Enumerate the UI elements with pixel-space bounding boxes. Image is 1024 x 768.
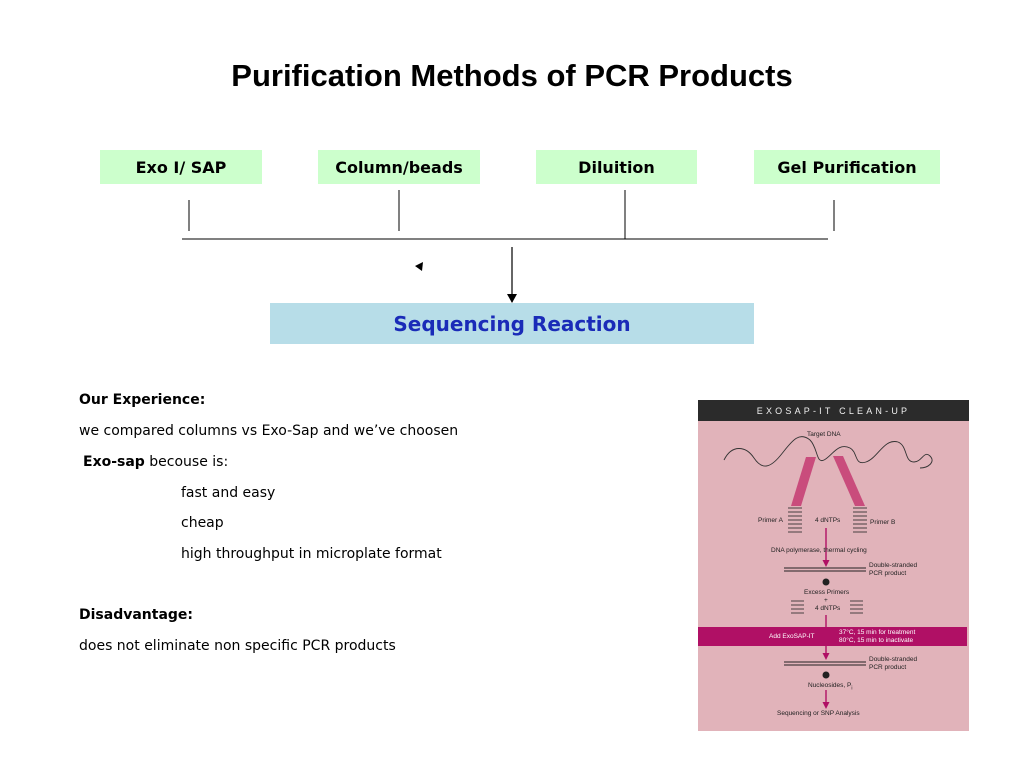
plus-circle-2: [822, 671, 830, 679]
method-column-beads: Column/beads: [318, 150, 480, 184]
reason-item: cheap: [181, 515, 224, 531]
dntps-label-2: 4 dNTPs: [815, 605, 841, 612]
nucleosides-label: Nucleosides, Pi: [808, 682, 852, 692]
ds-product-1: [784, 567, 866, 572]
ds-product2-label-2: PCR product: [869, 664, 907, 671]
ds-product-label-1: Double-stranded: [869, 562, 918, 569]
ds-product-2: [784, 661, 866, 666]
plus-circle-1: [822, 578, 830, 586]
excess-primers-right: [850, 600, 863, 614]
target-dna-label: Target DNA: [807, 431, 841, 438]
exo-sap-label: Exo-sap: [83, 454, 145, 470]
ds-product2-label-1: Double-stranded: [869, 656, 918, 663]
primer-a-label: Primer A: [758, 517, 783, 524]
experience-line2-rest: becouse is:: [144, 454, 229, 470]
method-dilution: Diluition: [536, 150, 697, 184]
excess-primers-left: [791, 600, 804, 614]
excess-primers-label: Excess Primers: [804, 589, 850, 596]
target-dna-strand: [723, 436, 933, 469]
polymerase-label: DNA polymerase, thermal cycling: [771, 547, 867, 554]
figure-drawing: [723, 436, 933, 709]
connector-lines: [182, 190, 835, 303]
experience-line1: we compared columns vs Exo-Sap and we’ve…: [79, 423, 459, 439]
reason-item: fast and easy: [181, 485, 276, 501]
add-exosap-band: Add ExoSAP-IT 37°C, 15 min for treatment…: [698, 627, 967, 646]
plus-sign: +: [824, 597, 828, 604]
experience-line2: Exo-sap becouse is:: [83, 454, 228, 470]
dntps-label: 4 dNTPs: [815, 517, 841, 524]
sequencing-reaction-box: Sequencing Reaction: [270, 303, 754, 344]
page-title: Purification Methods of PCR Products: [231, 58, 793, 93]
primer-b-arrows: [853, 507, 867, 533]
method-exo-sap: Exo I/ SAP: [100, 150, 262, 184]
reason-item: high throughput in microplate format: [181, 546, 442, 562]
ds-product-label-2: PCR product: [869, 570, 907, 577]
nucleosides-subscript: i: [851, 685, 853, 692]
primer-a-cone: [791, 457, 816, 506]
stray-arrowhead: [415, 262, 423, 271]
final-analysis-label: Sequencing or SNP Analysis: [777, 710, 860, 717]
primer-a-arrows: [788, 507, 802, 533]
add-exosap-label: Add ExoSAP-IT: [769, 633, 815, 640]
disadvantage-heading: Disadvantage:: [79, 607, 194, 623]
disadvantage-text: does not eliminate non specific PCR prod…: [79, 638, 396, 654]
exosap-clean-up-figure: EXOSAP-IT CLEAN-UP: [698, 400, 969, 731]
inactivation-label: 80°C, 15 min to inactivate: [839, 637, 914, 644]
primer-b-label: Primer B: [870, 519, 896, 526]
primer-b-cone: [833, 456, 865, 506]
nucleosides-text: Nucleosides, P: [808, 682, 852, 689]
figure-header: EXOSAP-IT CLEAN-UP: [698, 400, 969, 421]
experience-heading: Our Experience:: [79, 392, 206, 408]
method-gel-purification: Gel Purification: [754, 150, 940, 184]
down-arrow-head: [507, 294, 517, 303]
treatment-label: 37°C, 15 min for treatment: [839, 629, 916, 636]
